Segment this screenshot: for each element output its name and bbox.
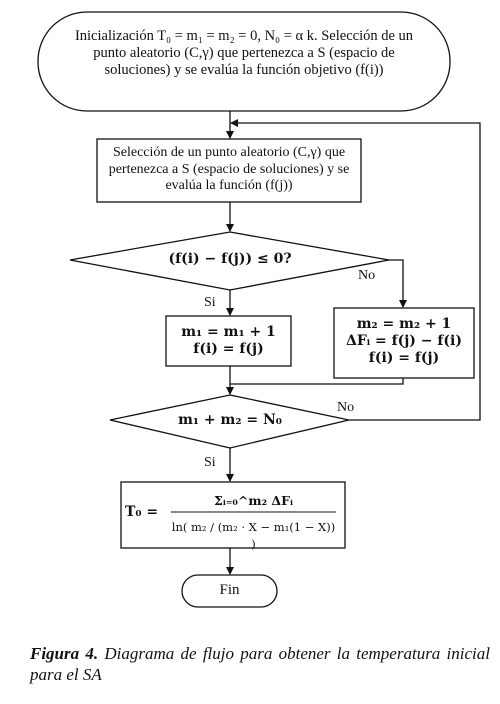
start-node-shape	[37, 11, 451, 112]
start-node-label: Inicialización T₀ = m₁ = m₂ = 0, N₀ = α …	[74, 28, 414, 78]
decision-2-no-label: No	[337, 400, 355, 415]
end-node-text: Fin	[182, 582, 277, 599]
right-update-text: m₂ = m₂ + 1 ΔFᵢ = f(j) − f(i) f(i) = f(j…	[336, 316, 472, 367]
left-update-line1: m₁ = m₁ + 1	[181, 324, 276, 340]
right-update-line2: ΔFᵢ = f(j) − f(i)	[345, 333, 463, 349]
decision-2-yes-label: Si	[204, 455, 216, 470]
right-update-shape	[333, 307, 475, 379]
formula-denominator: ln( m₂ / (m₂ · X − m₁(1 − X)) )	[171, 519, 336, 553]
formula-lhs: T₀ =	[125, 504, 171, 521]
decision-1-text: (f(i) − f(j)) ≤ 0?	[130, 251, 330, 268]
left-update-shape	[165, 315, 292, 367]
formula-lhs-label: T₀ =	[125, 504, 159, 520]
caption-text: Diagrama de flujo para obtener la temper…	[30, 644, 490, 684]
edge-decision1-no	[389, 259, 407, 308]
left-update-line2: f(i) = f(j)	[193, 341, 264, 357]
caption-label: Figura 4.	[30, 644, 99, 663]
decision-1-label: (f(i) − f(j)) ≤ 0?	[168, 251, 292, 267]
edge-right-to-decision2	[230, 378, 404, 385]
right-update-line3: f(i) = f(j)	[368, 350, 440, 366]
end-node-label: Fin	[219, 582, 240, 598]
select-node-text: Selección de un punto aleatorio (C,γ) qu…	[102, 145, 356, 195]
left-update-text: m₁ = m₁ + 1 f(i) = f(j)	[168, 324, 289, 358]
select-node-shape	[96, 138, 362, 203]
formula-numerator: Σᵢ₌₀^m₂ ΔFᵢ	[171, 492, 336, 509]
decision-1-yes-label: Si	[204, 295, 216, 310]
decision-2-text: m₁ + m₂ = N₀	[170, 412, 290, 429]
select-node-label: Selección de un punto aleatorio (C,γ) qu…	[108, 145, 350, 193]
end-node-shape	[181, 574, 278, 608]
edge-decision2-no-loop	[230, 119, 481, 421]
decision-1-no-label: No	[358, 268, 376, 283]
formula-denominator-label: ln( m₂ / (m₂ · X − m₁(1 − X)) )	[171, 520, 336, 551]
decision-2-label: m₁ + m₂ = N₀	[178, 412, 282, 428]
formula-node-shape	[120, 481, 346, 549]
start-node-text: Inicialización T₀ = m₁ = m₂ = 0, N₀ = α …	[64, 28, 424, 79]
figure-caption: Figura 4. Diagrama de flujo para obtener…	[30, 643, 490, 685]
right-update-line1: m₂ = m₂ + 1	[356, 316, 452, 332]
formula-numerator-label: Σᵢ₌₀^m₂ ΔFᵢ	[214, 493, 293, 508]
